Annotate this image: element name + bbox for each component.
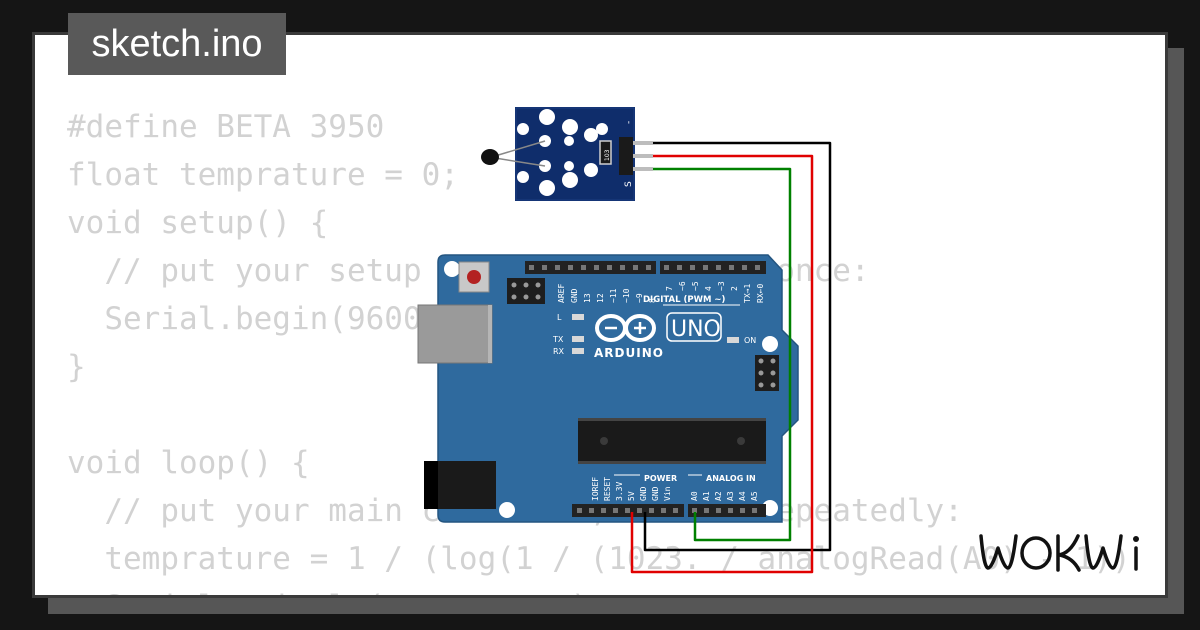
pin-label: A3 bbox=[726, 491, 735, 501]
analog-pin-labels: A0 A1 A2 A3 A4 A5 bbox=[690, 491, 759, 501]
pin-label: RESET bbox=[603, 477, 612, 501]
atmega-chip bbox=[578, 418, 766, 464]
uno-label: UNO bbox=[671, 317, 721, 342]
reset-button[interactable] bbox=[458, 261, 490, 293]
pin-label: A1 bbox=[702, 491, 711, 501]
pin-label: 5V bbox=[627, 491, 636, 501]
vcc-wire[interactable] bbox=[630, 154, 814, 574]
power-header bbox=[572, 504, 684, 517]
code-line: void loop() { bbox=[67, 445, 310, 481]
code-line: #define BETA 3950 bbox=[67, 109, 385, 145]
pin-label: 12 bbox=[596, 293, 605, 303]
pin-label: 7 bbox=[665, 286, 674, 291]
status-leds: L TX RX ON bbox=[552, 313, 756, 356]
analog-header bbox=[688, 504, 766, 517]
icsp-header-2 bbox=[755, 355, 779, 391]
code-line: Serial.begin(9600); bbox=[67, 301, 459, 337]
digital-pin-labels: AREF GND 13 12 ~11 ~10 ~9 8 7 ~6 ~5 4 ~3… bbox=[557, 281, 765, 303]
smd-resistor: 103 bbox=[599, 140, 612, 165]
code-line: float temprature = 0; bbox=[67, 157, 459, 193]
filename-tab[interactable]: sketch.ino bbox=[68, 13, 286, 75]
icsp-header-1 bbox=[507, 278, 545, 304]
led-label-tx: TX bbox=[552, 335, 564, 344]
uno-badge: UNO bbox=[666, 312, 722, 342]
pin-label: 4 bbox=[704, 286, 713, 291]
module-pin-label: S bbox=[624, 181, 634, 187]
led-label-on: ON bbox=[744, 336, 756, 345]
arduino-brand-text: ARDUINO bbox=[594, 346, 664, 360]
pin-label: ~3 bbox=[717, 281, 726, 291]
pin-label: ~5 bbox=[691, 281, 700, 291]
usb-connector bbox=[417, 304, 493, 364]
arduino-logo: ARDUINO bbox=[594, 314, 664, 360]
led-label-rx: RX bbox=[553, 347, 565, 356]
pin-label: GND bbox=[651, 486, 660, 501]
ntc-thermistor[interactable] bbox=[481, 140, 546, 167]
pin-label: AREF bbox=[557, 284, 566, 303]
code-line: Serial.println(temprature); bbox=[67, 583, 1131, 595]
code-line: } bbox=[67, 349, 86, 385]
pin-label: ~11 bbox=[609, 288, 618, 303]
gnd-wire[interactable] bbox=[643, 141, 832, 552]
pin-label: A0 bbox=[690, 491, 699, 501]
pin-label: A4 bbox=[738, 491, 747, 501]
digital-header-label: DIGITAL (PWM ~) bbox=[643, 295, 725, 305]
mounting-hole bbox=[444, 261, 460, 277]
temperature-sensor-module[interactable]: 103 - S bbox=[515, 107, 653, 201]
pin-label: 3.3V bbox=[615, 482, 624, 501]
pin-label: TX→1 bbox=[743, 284, 752, 303]
pin-label: A2 bbox=[714, 491, 723, 501]
pin-label: 2 bbox=[730, 286, 739, 291]
pin-label: ~10 bbox=[622, 288, 631, 303]
analog-label: ANALOG IN bbox=[706, 474, 756, 483]
mounting-hole bbox=[499, 502, 515, 518]
pin-label: 8 bbox=[648, 298, 657, 303]
pin-label: GND bbox=[570, 288, 579, 303]
module-pin-header bbox=[619, 137, 653, 175]
power-label: POWER bbox=[644, 474, 677, 483]
wires bbox=[630, 141, 832, 574]
code-line: void setup() { bbox=[67, 205, 329, 241]
digital-header bbox=[525, 261, 766, 274]
pin-label: IOREF bbox=[591, 477, 600, 501]
pin-label: Vin bbox=[663, 486, 672, 501]
pin-label: ~9 bbox=[635, 293, 644, 303]
mounting-hole bbox=[762, 336, 778, 352]
pin-label: A5 bbox=[750, 491, 759, 501]
wokwi-logo bbox=[979, 534, 1139, 572]
resistor-label: 103 bbox=[604, 149, 611, 161]
signal-wire[interactable] bbox=[652, 167, 792, 542]
pin-label: 13 bbox=[583, 293, 592, 303]
pin-label: RX←0 bbox=[756, 284, 765, 303]
power-pin-labels: IOREF RESET 3.3V 5V GND GND Vin bbox=[591, 477, 672, 501]
power-jack bbox=[424, 461, 496, 509]
module-pin-label: - bbox=[624, 121, 634, 124]
pin-label: GND bbox=[639, 486, 648, 501]
arduino-uno-board[interactable]: AREF GND 13 12 ~11 ~10 ~9 8 7 ~6 ~5 4 ~3… bbox=[417, 254, 799, 523]
led-label-l: L bbox=[557, 313, 562, 322]
pin-label: ~6 bbox=[678, 281, 687, 291]
